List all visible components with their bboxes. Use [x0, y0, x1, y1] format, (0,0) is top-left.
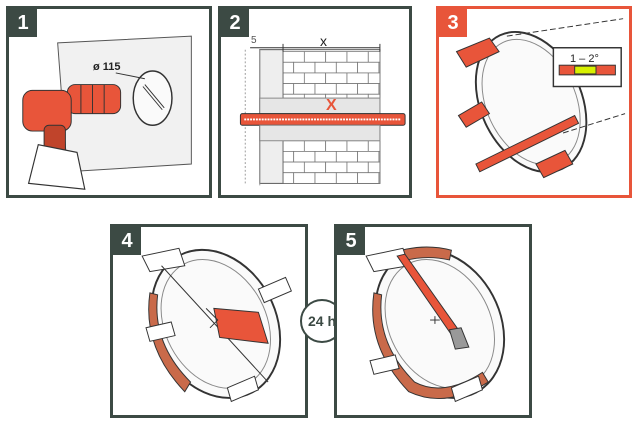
brick	[367, 51, 381, 63]
brick	[357, 172, 380, 184]
brick	[282, 151, 295, 163]
brick	[282, 51, 305, 63]
step-4-panel: 4	[110, 224, 308, 418]
brick	[367, 93, 381, 99]
step-1-number: 1	[9, 9, 37, 37]
cut-mark-label: X	[326, 97, 337, 114]
brick	[303, 161, 327, 174]
brick	[378, 172, 381, 184]
brick	[357, 151, 380, 163]
brick	[346, 161, 369, 174]
brick	[314, 172, 337, 184]
brick	[282, 140, 305, 152]
brick	[282, 161, 305, 174]
step-5-illustration	[365, 246, 506, 403]
brick	[325, 51, 348, 63]
brick	[346, 72, 369, 84]
brick	[282, 172, 295, 184]
brick	[378, 151, 381, 163]
brick	[303, 140, 327, 152]
step-5-number: 5	[337, 227, 365, 255]
step-5-panel: 5	[334, 224, 532, 418]
brick	[335, 172, 359, 184]
brick	[293, 61, 316, 74]
brick	[335, 151, 359, 163]
step-2-panel: 2 x 5 X	[218, 6, 412, 198]
brick	[314, 83, 337, 95]
angle-label: 1 – 2°	[570, 53, 599, 65]
brick	[293, 83, 316, 95]
step-4-number: 4	[113, 227, 141, 255]
step-4-illustration	[141, 247, 293, 403]
brick	[293, 151, 316, 163]
step-1-illustration	[22, 35, 192, 190]
step-2-illustration	[239, 43, 406, 186]
gap-label: 5	[251, 35, 257, 46]
brick	[357, 61, 380, 74]
brick	[346, 51, 369, 63]
brick	[282, 93, 305, 99]
step-1-panel: 1 ø 115	[6, 6, 212, 198]
brick	[303, 51, 327, 63]
brick	[346, 93, 369, 99]
brick	[367, 72, 381, 84]
brick	[314, 151, 337, 163]
brick	[378, 83, 381, 95]
brick	[325, 140, 348, 152]
diameter-label: ø 115	[93, 61, 121, 73]
brick	[303, 72, 327, 84]
step-3-illustration	[455, 18, 626, 179]
brick	[335, 61, 359, 74]
brick	[367, 161, 381, 174]
brick	[303, 93, 327, 99]
brick	[325, 72, 348, 84]
brick	[282, 72, 305, 84]
brick	[367, 140, 381, 152]
step-2-number: 2	[221, 9, 249, 37]
brick	[325, 161, 348, 174]
brick	[346, 140, 369, 152]
brick	[282, 83, 295, 95]
step-3-panel: 3 1 – 2°	[436, 6, 632, 198]
brick	[335, 83, 359, 95]
brick	[314, 61, 337, 74]
brick	[357, 83, 380, 95]
timer-label: 24 h	[307, 313, 336, 329]
step-3-number: 3	[439, 9, 467, 37]
dimension-x-label: x	[320, 33, 327, 49]
brick	[378, 61, 381, 74]
brick	[282, 61, 295, 74]
brick	[293, 172, 316, 184]
